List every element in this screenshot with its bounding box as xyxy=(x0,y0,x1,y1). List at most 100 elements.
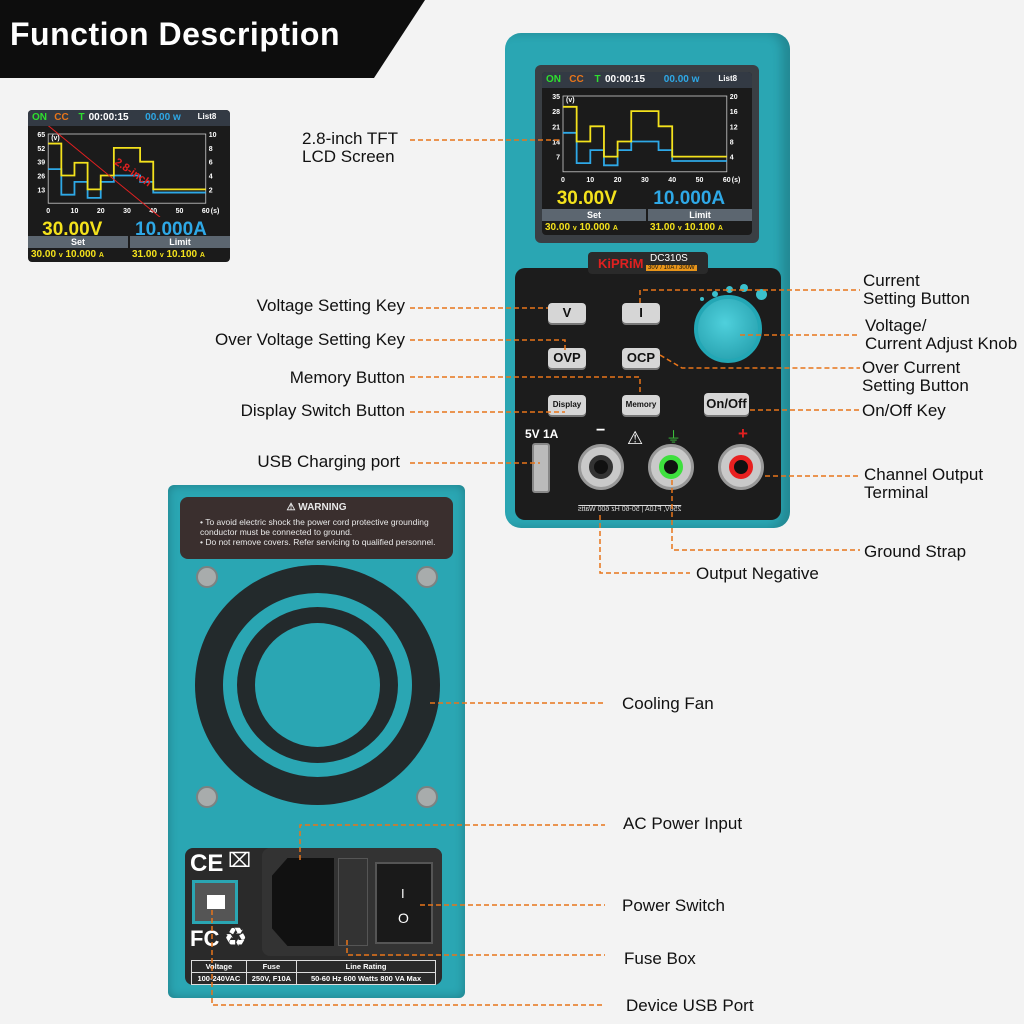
brand-plate: KiPRiM DC310S 30V / 10A / 300W xyxy=(588,252,708,274)
memory-key[interactable]: Memory xyxy=(622,395,660,415)
value-voltage: 100-240VAC xyxy=(191,972,247,985)
plus-symbol: + xyxy=(738,424,748,443)
header-voltage: Voltage xyxy=(191,960,247,973)
x-tick: 30 xyxy=(641,177,649,184)
i-key[interactable]: I xyxy=(622,303,660,323)
y-axis-unit: (v) xyxy=(566,97,575,104)
voltage-readout: 30.00V xyxy=(42,219,103,241)
screw xyxy=(196,566,218,588)
fc-mark: FC xyxy=(190,926,220,951)
y-tick-left: 26 xyxy=(37,174,45,181)
adjust-knob[interactable] xyxy=(694,295,762,363)
usb-charging-port[interactable] xyxy=(532,443,550,493)
voltage-series-line xyxy=(48,142,206,191)
y-tick-left: 21 xyxy=(552,124,560,131)
status-bar: ON CC T 00:00:15 00.00 w List8 xyxy=(542,72,752,88)
ovp-key[interactable]: OVP xyxy=(548,348,586,368)
knob-indicator-dots xyxy=(700,283,770,303)
y-tick-left: 65 xyxy=(37,132,45,139)
callout-onoff: On/Off Key xyxy=(862,401,946,420)
ac-power-inlet[interactable] xyxy=(272,858,334,946)
y-tick-right: 6 xyxy=(209,160,213,167)
cc-indicator: CC xyxy=(54,112,69,123)
y-tick-left: 14 xyxy=(552,139,560,146)
list-indicator: List8 xyxy=(197,112,217,121)
x-tick: 50 xyxy=(696,177,704,184)
page-title: Function Description xyxy=(10,16,340,52)
current-readout: 10.000A xyxy=(135,219,207,241)
value-line-rating: 50-60 Hz 600 Watts 800 VA Max xyxy=(296,972,436,985)
callout-negative: Output Negative xyxy=(696,564,819,583)
switch-off-mark: O xyxy=(398,910,409,926)
minus-symbol: − xyxy=(596,422,606,439)
callout-switch: Power Switch xyxy=(622,896,725,915)
screw xyxy=(416,566,438,588)
power-readout: 00.00 w xyxy=(145,112,181,123)
plot-frame xyxy=(562,95,728,173)
warning-title: WARNING xyxy=(298,502,347,513)
positive-terminal[interactable] xyxy=(718,444,764,490)
device-usb-port[interactable] xyxy=(192,880,238,924)
weee-icon: ⌧ xyxy=(228,850,252,872)
screw xyxy=(416,786,438,808)
ocp-key[interactable]: OCP xyxy=(622,348,660,368)
brand-logo: KiPRiM xyxy=(598,256,644,271)
warning-line: To avoid electric shock the power cord p… xyxy=(200,517,429,537)
v-key[interactable]: V xyxy=(548,303,586,323)
callout-device-usb: Device USB Port xyxy=(626,996,754,1015)
limit-values: 31.00 v 10.100 A xyxy=(132,249,205,260)
y-tick-right: 8 xyxy=(209,146,213,153)
y-tick-right: 20 xyxy=(730,94,738,101)
ce-mark: CE xyxy=(190,850,224,877)
x-tick: 20 xyxy=(614,177,622,184)
set-label: Set xyxy=(542,209,646,221)
callout-knob: Voltage/Current Adjust Knob xyxy=(865,316,1018,353)
x-tick: 40 xyxy=(668,177,676,184)
y-tick-left: 13 xyxy=(37,187,45,194)
switch-on-mark: I xyxy=(401,886,405,901)
ground-terminal[interactable] xyxy=(648,444,694,490)
title-banner: Function Description xyxy=(0,0,425,78)
warning-icon: ⚠ xyxy=(627,428,644,448)
set-values: 30.00 v 10.000 A xyxy=(545,222,618,233)
y-tick-right: 10 xyxy=(209,132,217,139)
y-tick-right: 2 xyxy=(209,187,213,194)
callout-memory: Memory Button xyxy=(289,368,405,387)
y-tick-right: 4 xyxy=(730,155,734,162)
power-switch[interactable]: I O xyxy=(375,862,433,944)
negative-terminal[interactable] xyxy=(578,444,624,490)
callout-ovp-key: Over Voltage Setting Key xyxy=(215,330,405,349)
rating-label: 30V / 10A / 300W xyxy=(646,265,697,271)
display-key[interactable]: Display xyxy=(548,395,586,415)
on-indicator: ON xyxy=(32,112,47,123)
x-tick: 60 xyxy=(723,177,731,184)
screw xyxy=(196,786,218,808)
lcd-chart: 65523926131086420102030405060(v)(s)2.8-i… xyxy=(37,126,220,218)
fuse-box[interactable] xyxy=(338,858,368,946)
model-name: DC310S xyxy=(650,253,688,264)
diagonal-size-arrow xyxy=(47,126,161,218)
power-readout: 00.00 w xyxy=(663,74,700,85)
x-axis-unit: (s) xyxy=(211,208,220,215)
voltage-readout: 30.00V xyxy=(556,187,617,209)
status-bar: ON CC T 00:00:15 00.00 w List8 xyxy=(28,110,230,126)
y-axis-unit: (v) xyxy=(51,135,60,142)
callout-voltage-key: Voltage Setting Key xyxy=(256,296,405,315)
onoff-key[interactable]: On/Off xyxy=(704,393,749,415)
limit-label: Limit xyxy=(130,236,230,248)
x-axis-unit: (s) xyxy=(732,177,741,184)
limit-values: 31.00 v 10.100 A xyxy=(650,222,723,233)
value-fuse: 250V, F10A xyxy=(245,972,298,985)
callout-display: Display Switch Button xyxy=(240,401,405,420)
y-tick-left: 35 xyxy=(552,94,560,101)
recycle-icon: ♻ xyxy=(224,922,248,952)
x-tick: 20 xyxy=(97,208,105,215)
timer: 00:00:15 xyxy=(605,74,646,85)
x-tick: 30 xyxy=(123,208,131,215)
y-tick-right: 8 xyxy=(730,139,734,146)
